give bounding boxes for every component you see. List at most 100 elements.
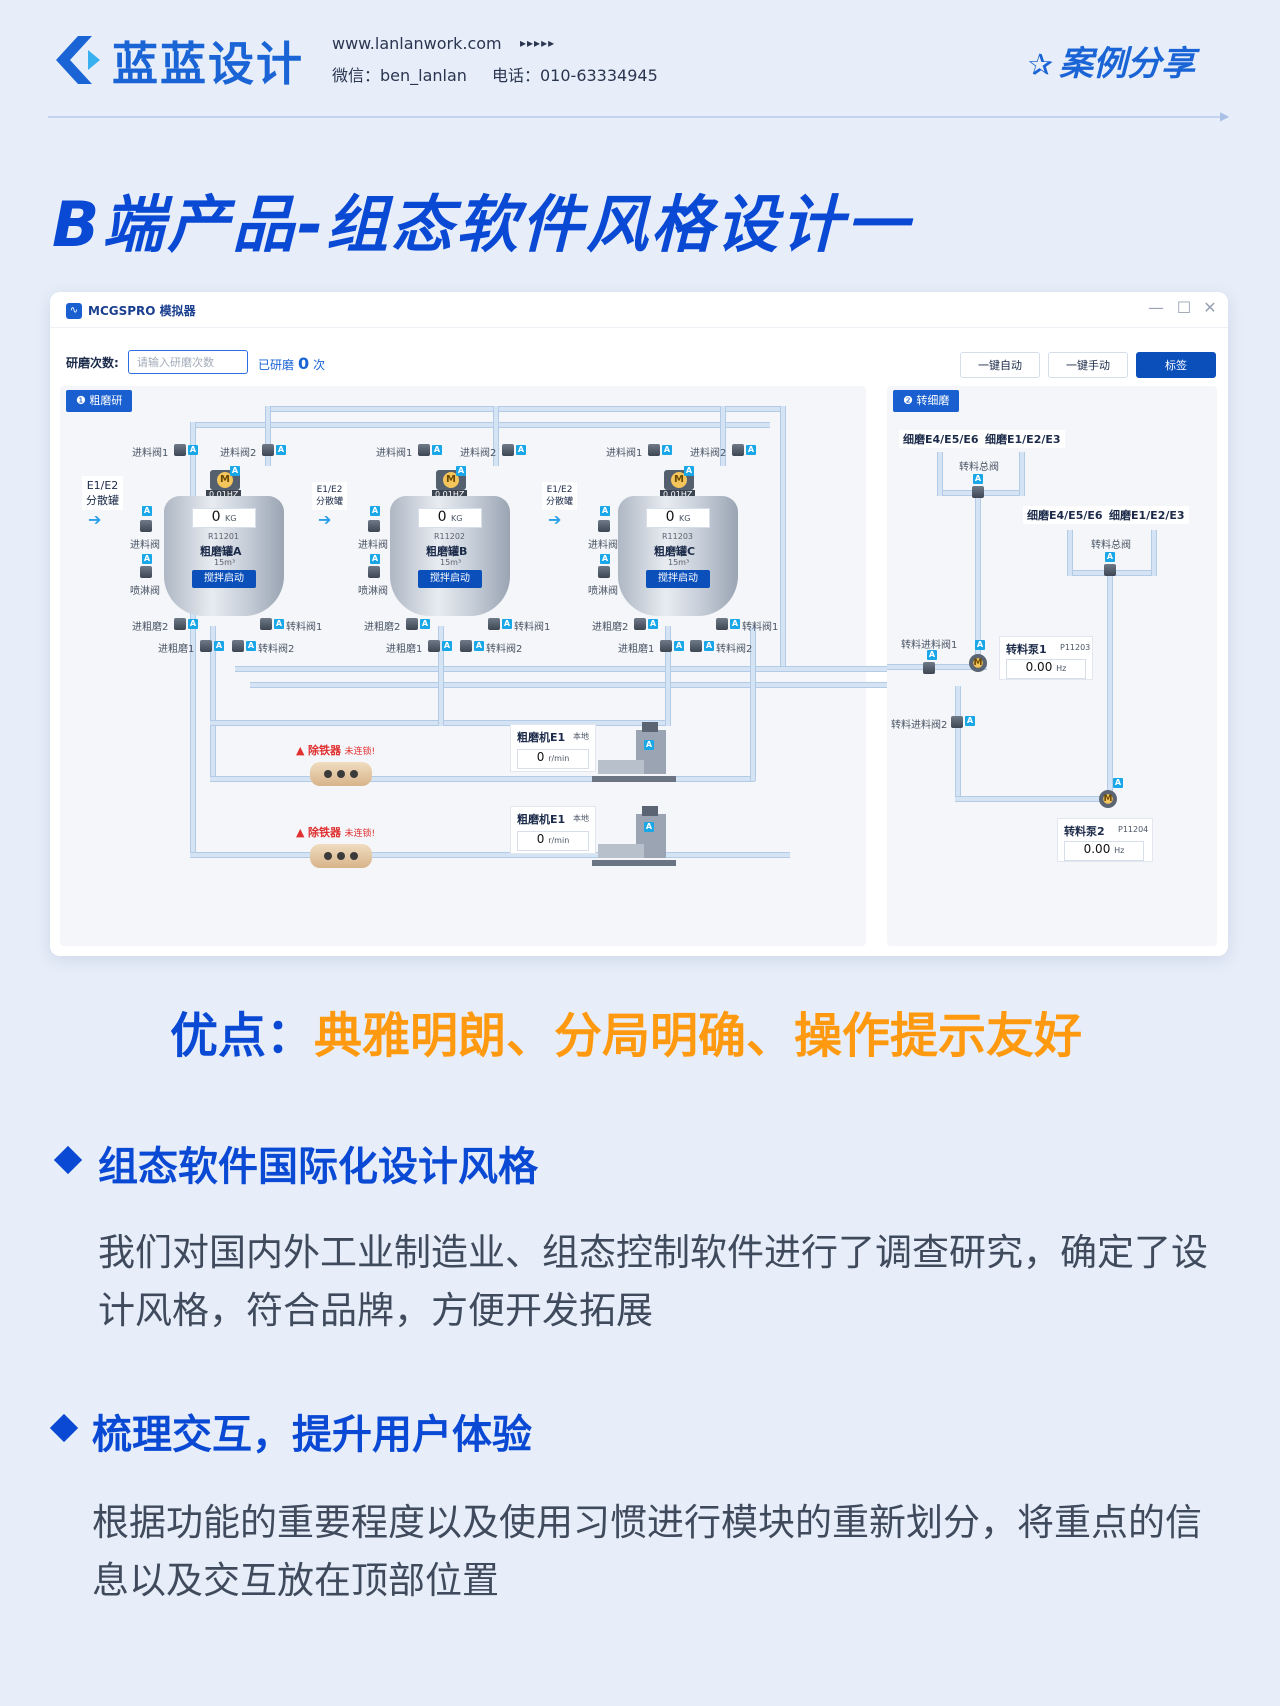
close-button[interactable]: ✕ xyxy=(1203,298,1217,317)
pipe xyxy=(250,682,890,688)
valve-label: 进料阀2 xyxy=(690,448,727,459)
app-title: MCGSPRO 模拟器 xyxy=(88,304,196,318)
valve-icon[interactable] xyxy=(634,618,646,630)
motor-icon: M xyxy=(217,472,233,488)
valve-icon[interactable] xyxy=(502,444,514,456)
auto-all-button[interactable]: 一键自动 xyxy=(960,352,1040,378)
window-titlebar: ∿ MCGSPRO 模拟器 — ☐ ✕ xyxy=(50,292,1228,328)
valve-icon[interactable] xyxy=(260,618,272,630)
valve-label: 进料阀2 xyxy=(460,448,497,459)
tank-c-weight: 0 KG xyxy=(646,508,710,528)
valve-icon[interactable] xyxy=(460,640,472,652)
iron-remover[interactable] xyxy=(310,844,372,868)
valve-label: 转料总阀 xyxy=(959,462,999,473)
manual-all-button[interactable]: 一键手动 xyxy=(1048,352,1128,378)
iron-remover-alarm: ▲ 除铁器 未连锁! xyxy=(296,742,375,758)
valve-icon[interactable] xyxy=(732,444,744,456)
pipe xyxy=(1107,570,1113,800)
auto-badge: A xyxy=(648,619,658,629)
inlet-arrow-icon: ➔ xyxy=(88,510,102,529)
valve-icon[interactable] xyxy=(1104,564,1116,576)
phone-contact: 电话：010-63334945 xyxy=(492,66,658,85)
valve-icon[interactable] xyxy=(140,520,152,532)
pump-frequency-unit: Hz xyxy=(1114,846,1125,855)
grinder-e1-card: 粗磨机E1 本地 0 r/min xyxy=(510,806,596,854)
valve-icon[interactable] xyxy=(488,618,500,630)
auto-badge: A xyxy=(927,650,937,660)
inlet-dispersion-tank-2: E1/E2 分散罐 xyxy=(312,482,348,510)
grinder-speed-unit: r/min xyxy=(548,836,570,845)
valve-icon[interactable] xyxy=(174,444,186,456)
valve-icon[interactable] xyxy=(174,618,186,630)
pump-icon[interactable]: M xyxy=(1099,790,1117,808)
auto-badge: A xyxy=(1113,778,1123,788)
inlet-arrow-icon: ➔ xyxy=(318,510,332,529)
valve-label: 进料阀 xyxy=(358,540,388,551)
auto-badge: A xyxy=(442,641,452,651)
valve-icon[interactable] xyxy=(262,444,274,456)
page-title: B端产品-组态软件风格设计一 xyxy=(52,188,911,261)
auto-badge: A xyxy=(684,466,694,476)
valve-icon[interactable] xyxy=(140,566,152,578)
valve-label: 喷淋阀 xyxy=(588,586,618,597)
valve-icon[interactable] xyxy=(368,520,380,532)
rough-grinding-panel: ❶ 粗磨研 E1/E2 分散罐 ➔ E1/E2 分散罐 ➔ E1/E2 分散罐 … xyxy=(60,386,890,946)
grinder-machine-icon[interactable] xyxy=(592,720,682,790)
tank-b-stir-button[interactable]: 搅拌启动 xyxy=(418,570,482,588)
valve-icon[interactable] xyxy=(200,640,212,652)
fine-grinding-panel: ❷ 转细磨 细磨E4/E5/E6 细磨E1/E2/E3 转料总阀 A 细磨E4/… xyxy=(887,386,1217,946)
pump-frequency-unit: Hz xyxy=(1056,664,1067,673)
valve-icon[interactable] xyxy=(232,640,244,652)
url-arrows: ▸▸▸▸▸ xyxy=(520,36,556,50)
valve-icon[interactable] xyxy=(406,618,418,630)
tank-a-code: R11201 xyxy=(208,532,240,541)
auto-badge: A xyxy=(142,506,152,516)
iron-remover[interactable] xyxy=(310,762,372,786)
pump-name: 转料泵1 xyxy=(1006,643,1047,656)
iron-remover-status: 未连锁! xyxy=(344,747,376,757)
iron-remover-title: 除铁器 xyxy=(307,826,341,839)
tank-a-stir-button[interactable]: 搅拌启动 xyxy=(192,570,256,588)
pump-icon[interactable]: M xyxy=(969,654,987,672)
valve-label: 转料阀1 xyxy=(514,622,551,633)
grinder-machine-icon[interactable] xyxy=(592,804,682,874)
section-2-title: 梳理交互，提升用户体验 xyxy=(92,1412,532,1458)
valve-label: 进粗磨1 xyxy=(618,644,655,655)
pipe xyxy=(665,626,671,726)
valve-icon[interactable] xyxy=(428,640,440,652)
pipe xyxy=(190,422,770,428)
tank-c-unit: KG xyxy=(678,514,691,523)
pipe xyxy=(210,626,216,776)
minimize-button[interactable]: — xyxy=(1148,298,1164,317)
grinder-name: 粗磨机E1 xyxy=(517,731,566,744)
valve-icon[interactable] xyxy=(648,444,660,456)
grinder-speed: 0 r/min xyxy=(517,749,589,769)
auto-badge: A xyxy=(975,640,985,650)
valve-icon[interactable] xyxy=(716,618,728,630)
grinder-mode: 本地 xyxy=(573,732,589,741)
valve-icon[interactable] xyxy=(972,486,984,498)
valve-icon[interactable] xyxy=(951,716,963,728)
auto-badge: A xyxy=(644,822,654,832)
valve-icon[interactable] xyxy=(660,640,672,652)
valve-icon[interactable] xyxy=(598,520,610,532)
valve-icon[interactable] xyxy=(598,566,610,578)
tank-c-stir-button[interactable]: 搅拌启动 xyxy=(646,570,710,588)
pump-2-card: 转料泵2 P11204 0.00 Hz xyxy=(1057,818,1153,862)
valve-label: 转料阀2 xyxy=(486,644,523,655)
auto-badge: A xyxy=(746,445,756,455)
star-outline-icon: ✰ xyxy=(1028,48,1054,83)
pump-frequency-value: 0.00 xyxy=(1083,842,1111,856)
valve-icon[interactable] xyxy=(690,640,702,652)
valve-icon[interactable] xyxy=(923,662,935,674)
grind-count-input[interactable] xyxy=(128,350,248,374)
site-url[interactable]: www.lanlanwork.com xyxy=(332,34,502,53)
label-button[interactable]: 标签 xyxy=(1136,352,1216,378)
pipe xyxy=(438,626,444,726)
pump-frequency-value: 0.00 xyxy=(1025,660,1053,674)
maximize-button[interactable]: ☐ xyxy=(1176,298,1192,317)
inlet-label: E1/E2 分散罐 xyxy=(86,479,119,507)
valve-icon[interactable] xyxy=(418,444,430,456)
valve-icon[interactable] xyxy=(368,566,380,578)
inlet-label: E1/E2 分散罐 xyxy=(546,485,574,507)
